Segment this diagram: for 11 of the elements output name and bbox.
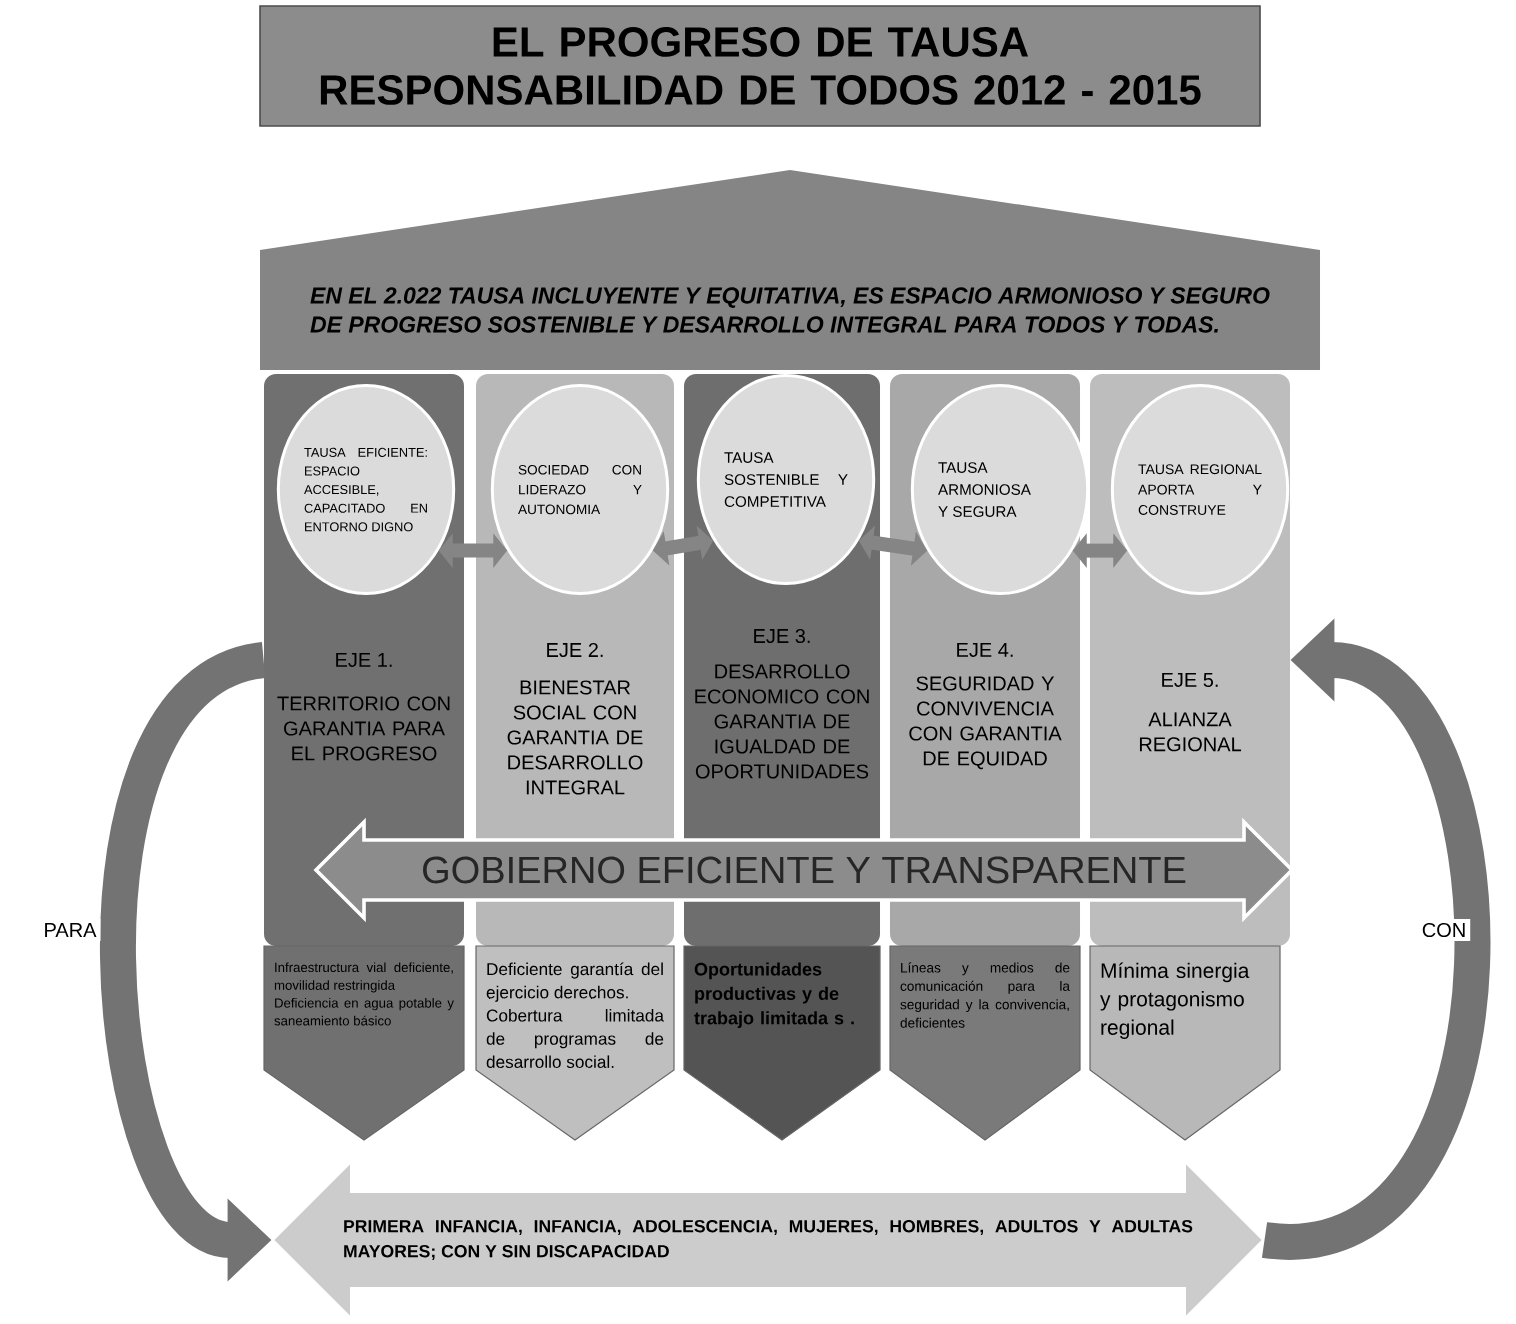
problem-box: Mínima sinergia y protagonismo regional [1089, 945, 1281, 1141]
problem-box: Deficiente garantía del ejercicio derechos. Cobertura limitada de programas de desarrollo social. [475, 945, 675, 1141]
title-box: EL PROGRESO DE TAUSA RESPONSABILIDAD DE TODOS 2012 - 2015 [259, 5, 1261, 127]
node-label: TERRITORIO CON GARANTIA PARA EL PROGRESO [277, 696, 450, 761]
node-label: ALIANZA REGIONAL [1139, 712, 1242, 752]
node-label: EJE 5. [1162, 673, 1218, 687]
edge-label: PARA [39, 919, 101, 941]
problem-box: Oportunidades productivas y de trabajo limitada s . [683, 945, 881, 1141]
roof-box: EN EL 2.022 TAUSA INCLUYENTE Y EQUITATIVA, ES ESPACIO ARMONIOSO Y SEGURO DE PROGRESO SOSTENIBLE Y DESARROLLO INTEGRAL PARA TODOS Y TODAS. [260, 170, 1320, 370]
node-label: EJE 1. [336, 653, 392, 667]
edge-label: CON [1417, 918, 1471, 942]
